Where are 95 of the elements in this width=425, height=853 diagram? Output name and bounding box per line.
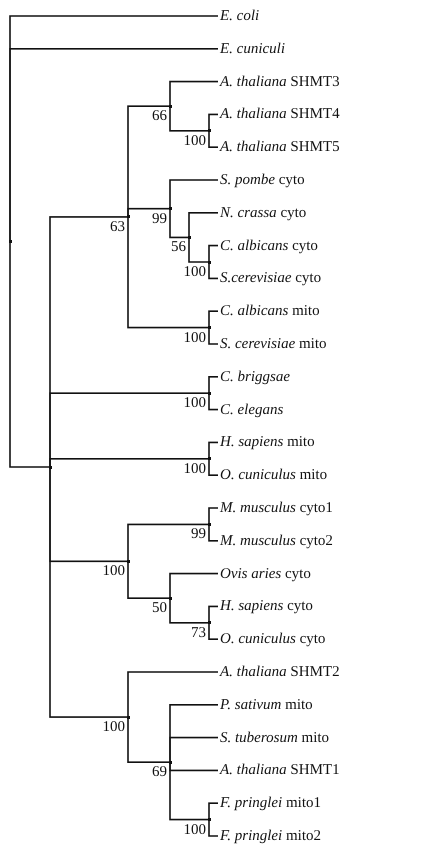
tree-branch [208,622,218,640]
bootstrap-value: 66 [152,108,167,124]
branch-point [168,207,172,210]
taxon-label: C. albicans cyto [220,236,318,255]
tree-branch [208,376,218,394]
branch-point [168,104,172,108]
branch-point [126,716,130,719]
taxon-label: C. albicans mito [220,302,320,320]
tree-branch [208,524,218,542]
tree-branch [208,507,218,524]
tree-branch [127,717,170,763]
taxon-label: H. sapiens cyto [220,597,313,616]
tree-branch [188,237,209,263]
tree-branch [208,820,218,837]
bootstrap-value: 99 [152,210,167,227]
bootstrap-value: 99 [191,526,206,542]
branch-point [208,260,210,264]
tree-branch [208,393,218,410]
taxon-label: E. cuniculi [220,40,285,58]
taxon-label: H. sapiens mito [220,433,315,452]
tree-branch [127,671,218,718]
taxon-label: Ovis aries cyto [220,564,311,583]
bootstrap-value: 100 [184,132,206,149]
tree-branch [169,208,189,238]
taxon-label: A. thaliana SHMT3 [220,72,340,91]
bootstrap-value: 100 [184,460,206,477]
branch-point [168,596,172,600]
branch-point [126,560,130,563]
tree-branch [9,242,50,468]
bootstrap-value: 69 [152,764,167,780]
tree-branch [208,130,218,148]
tree-branch [208,802,218,820]
branch-point [208,522,210,526]
tree-branch [169,106,209,132]
bootstrap-value: 63 [110,218,125,235]
branch-point [48,466,52,468]
tree-branch [208,328,218,345]
tree-branch [169,179,218,209]
branch-point [208,818,210,822]
tree-branch [208,310,218,328]
branch-point [208,457,210,460]
taxon-label: A. thaliana SHMT2 [220,663,340,681]
bootstrap-value: 100 [102,719,125,736]
taxon-label: C. elegans [220,400,284,419]
taxon-label: S. tuberosum mito [220,728,330,747]
tree-branch [208,458,218,476]
tree-branch [208,606,218,623]
tree-branch [208,114,218,131]
tree-branch [188,212,218,238]
tree-branch [49,467,128,718]
branch-point [168,760,172,764]
tree-branch [127,561,170,599]
taxon-label: F. pringlei mito1 [220,794,321,812]
tree-branch [208,442,218,459]
taxon-label: O. cuniculus cyto [220,630,326,648]
bootstrap-value: 100 [184,330,206,346]
bootstrap-value: 100 [102,563,125,580]
bootstrap-value: 73 [191,624,206,641]
taxon-label: S. pombe cyto [220,171,305,189]
taxon-label: A. thaliana SHMT5 [220,138,340,156]
branch-point [208,129,210,132]
taxon-label: M. musculus cyto2 [220,532,333,550]
branch-point [208,326,210,330]
taxon-label: P. sativum mito [220,696,313,714]
taxon-label: F. pringlei mito2 [220,827,321,845]
branch-point [208,392,210,395]
branch-point [208,621,210,624]
tree-branch [169,572,218,598]
taxon-label: O. cuniculus mito [220,466,328,484]
tree-branch [169,598,209,624]
taxon-label: S. cerevisiae mito [220,335,327,353]
branch-point [188,236,190,239]
tree-branch [169,80,218,106]
tree-branch [127,216,209,328]
tree-branch [127,524,209,562]
bootstrap-value: 100 [184,395,206,412]
tree-branch [169,762,209,820]
taxon-label: M. musculus cyto1 [220,499,333,517]
taxon-label: N. crassa cyto [220,204,306,222]
tree-branch [208,262,218,280]
branch-point [126,215,130,218]
bootstrap-value: 50 [152,600,167,616]
branch-point [8,240,12,243]
bootstrap-value: 100 [184,264,206,280]
tree-branch [49,458,209,467]
taxon-label: A. thaliana SHMT1 [220,761,340,780]
bootstrap-value: 100 [184,822,206,838]
taxon-label: S.cerevisiae cyto [220,269,322,288]
bootstrap-value: 56 [171,239,186,256]
taxon-label: A. thaliana SHMT4 [220,105,340,124]
taxon-label: E. coli [220,7,260,25]
tree-branch [208,244,218,262]
tree-branch [127,208,170,217]
tree-branch [169,736,218,762]
taxon-label: C. briggsae [220,368,290,386]
